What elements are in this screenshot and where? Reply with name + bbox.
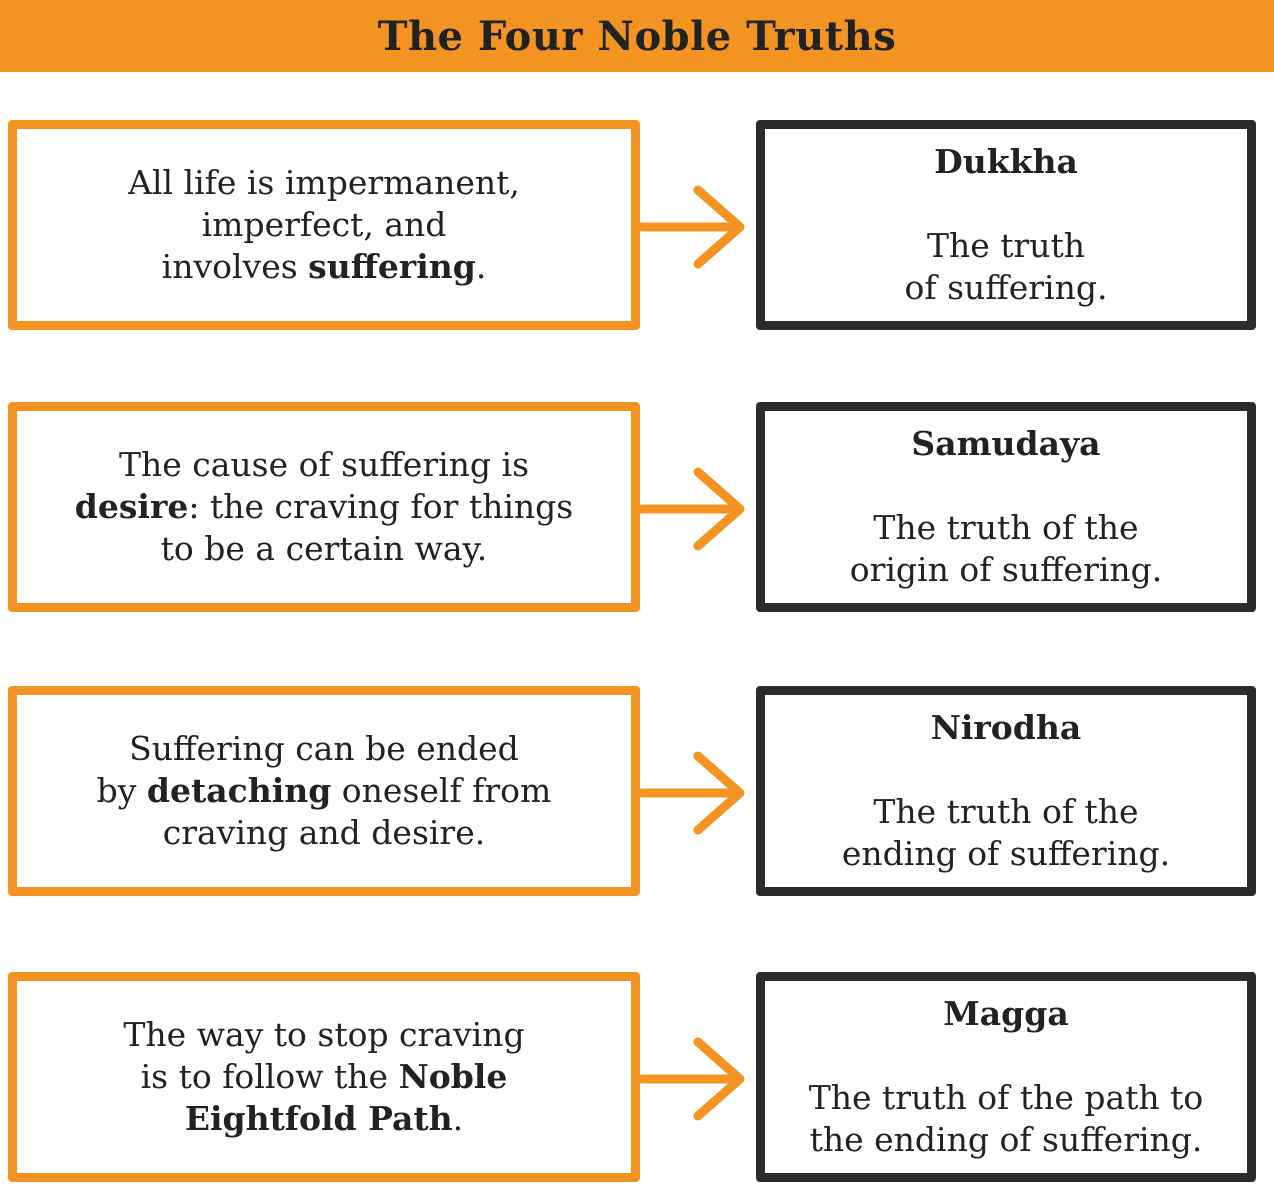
- truth-4-name: Magga: [943, 994, 1069, 1033]
- truth-row-1: All life is impermanent, imperfect, and …: [0, 120, 1274, 334]
- diagram-title: The Four Noble Truths: [377, 12, 897, 60]
- truth-row-3: Suffering can be ended by detaching ones…: [0, 686, 1274, 900]
- truth-2-name: Samudaya: [911, 424, 1101, 463]
- truth-1-explanation-post: .: [475, 247, 487, 286]
- truth-1-name-box: Dukkha The truth of suffering.: [756, 120, 1256, 330]
- truth-4-explanation-text: The way to stop craving is to follow the…: [123, 1014, 524, 1140]
- truth-2-explanation-box: The cause of suffering is desire: the cr…: [8, 402, 640, 612]
- truth-1-description: The truth of suffering.: [904, 226, 1108, 307]
- truth-1-explanation-text: All life is impermanent, imperfect, and …: [128, 162, 520, 288]
- truth-4-explanation-post: .: [452, 1099, 464, 1138]
- truth-3-explanation-text: Suffering can be ended by detaching ones…: [97, 728, 552, 854]
- truth-row-4: The way to stop craving is to follow the…: [0, 972, 1274, 1186]
- truth-3-explanation-post: oneself from craving and desire.: [162, 771, 552, 852]
- truth-4-name-box: Magga The truth of the path to the endin…: [756, 972, 1256, 1182]
- truth-3-name-box: Nirodha The truth of the ending of suffe…: [756, 686, 1256, 896]
- truth-2-explanation-post: : the craving for things to be a certain…: [160, 487, 574, 568]
- truth-2-explanation-text: The cause of suffering is desire: the cr…: [75, 444, 573, 570]
- truth-1-explanation-pre: All life is impermanent, imperfect, and …: [128, 163, 520, 286]
- truth-3-name: Nirodha: [930, 708, 1082, 747]
- truth-1-name: Dukkha: [934, 142, 1078, 181]
- truth-4-explanation-box: The way to stop craving is to follow the…: [8, 972, 640, 1182]
- arrow-right-icon: [640, 751, 745, 835]
- truth-4-explanation-keyword: Noble Eightfold Path: [184, 1057, 508, 1138]
- truth-row-2: The cause of suffering is desire: the cr…: [0, 402, 1274, 616]
- truth-3-description: The truth of the ending of suffering.: [841, 792, 1171, 873]
- truth-2-explanation-keyword: desire: [74, 487, 189, 526]
- arrow-right-icon: [640, 185, 745, 269]
- truth-2-explanation-pre: The cause of suffering is: [118, 445, 530, 484]
- truth-3-explanation-keyword: detaching: [146, 771, 332, 810]
- truth-1-explanation-box: All life is impermanent, imperfect, and …: [8, 120, 640, 330]
- truth-1-explanation-keyword: suffering: [308, 247, 476, 286]
- title-banner: The Four Noble Truths: [0, 0, 1274, 72]
- truth-4-description: The truth of the path to the ending of s…: [808, 1078, 1204, 1159]
- truth-2-name-box: Samudaya The truth of the origin of suff…: [756, 402, 1256, 612]
- truth-2-description: The truth of the origin of suffering.: [849, 508, 1163, 589]
- arrow-right-icon: [640, 467, 745, 551]
- arrow-right-icon: [640, 1037, 745, 1121]
- truth-3-explanation-box: Suffering can be ended by detaching ones…: [8, 686, 640, 896]
- truth-4-explanation-pre: The way to stop craving is to follow the: [123, 1015, 525, 1096]
- truth-3-explanation-pre: Suffering can be ended by: [96, 729, 519, 810]
